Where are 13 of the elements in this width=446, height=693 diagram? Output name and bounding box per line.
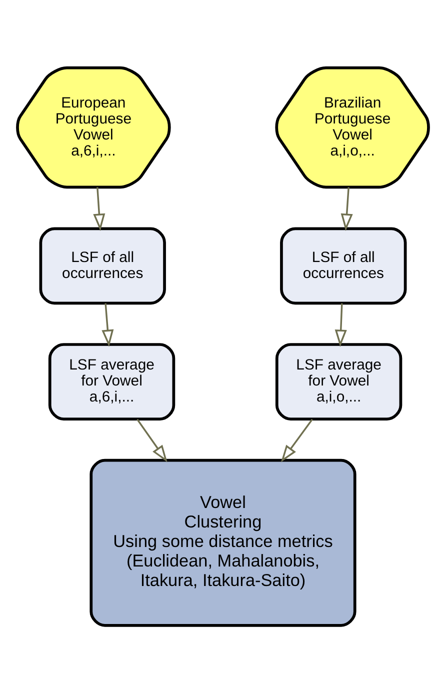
arrow — [93, 187, 106, 231]
arrow — [102, 303, 114, 347]
node-box: LSF average for Vowel a,i,o,... — [275, 343, 402, 420]
node-box: LSF average for Vowel a,6,i,... — [48, 343, 176, 420]
arrow — [280, 418, 313, 462]
node-box: LSF of all occurrences — [280, 227, 407, 305]
arrow — [136, 418, 168, 462]
node-ellipse: Brazilian Portuguese Vowel a,i,o,... — [275, 66, 430, 189]
arrow — [334, 303, 347, 347]
node-box: LSF of all occurrences — [39, 227, 166, 305]
arrow — [340, 187, 353, 231]
node-ellipse: European Portuguese Vowel a,6,i,... — [16, 66, 171, 189]
node-box: Vowel Clustering Using some distance metrics (Euclidean, Mahalanobis, Itakura, Itakura-Saito) — [90, 458, 356, 627]
